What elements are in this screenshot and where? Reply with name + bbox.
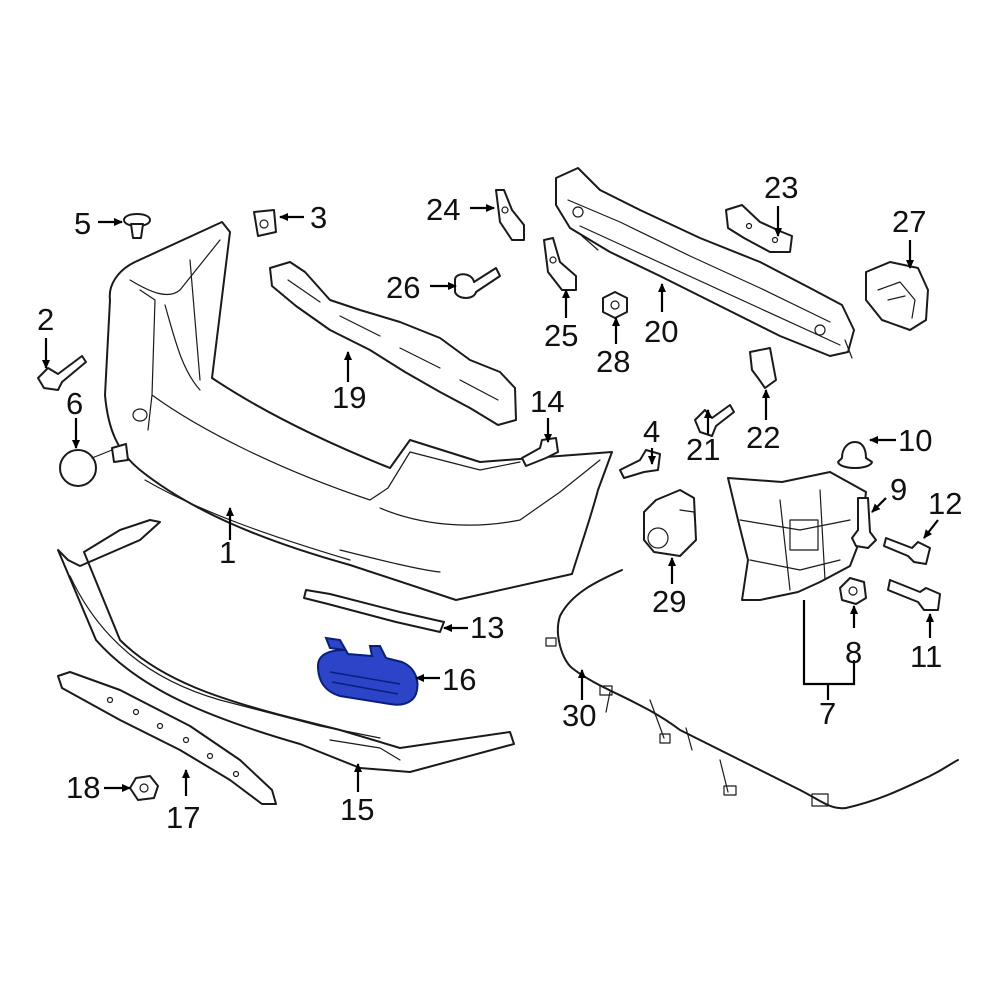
clip-3-part[interactable] bbox=[253, 209, 277, 237]
callout-3[interactable]: 3 bbox=[310, 200, 327, 235]
callout-19[interactable]: 19 bbox=[332, 380, 366, 415]
callout-8[interactable]: 8 bbox=[845, 635, 862, 670]
callout-21[interactable]: 21 bbox=[686, 432, 720, 467]
bumper-cover-part[interactable] bbox=[104, 221, 613, 601]
cover-6-part[interactable] bbox=[59, 443, 129, 487]
callout-7[interactable]: 7 bbox=[819, 696, 836, 731]
callout-27[interactable]: 27 bbox=[892, 204, 926, 239]
energy-absorber-part[interactable] bbox=[269, 261, 517, 426]
nut-8-part[interactable] bbox=[839, 577, 867, 605]
callout-5[interactable]: 5 bbox=[74, 206, 91, 241]
callout-18[interactable]: 18 bbox=[66, 770, 100, 805]
callout-14[interactable]: 14 bbox=[530, 384, 564, 419]
callout-15[interactable]: 15 bbox=[340, 792, 374, 827]
callout-23[interactable]: 23 bbox=[764, 170, 798, 205]
bracket-27-part[interactable] bbox=[865, 261, 929, 331]
callout-10[interactable]: 10 bbox=[898, 423, 932, 458]
callout-20[interactable]: 20 bbox=[644, 314, 678, 349]
side-bracket-7-part[interactable] bbox=[727, 471, 867, 601]
callout-13[interactable]: 13 bbox=[470, 610, 504, 645]
callout-16[interactable]: 16 bbox=[442, 662, 476, 697]
callout-2[interactable]: 2 bbox=[37, 302, 54, 337]
callout-6[interactable]: 6 bbox=[66, 386, 83, 421]
bracket-24-part[interactable] bbox=[495, 189, 525, 241]
callout-28[interactable]: 28 bbox=[596, 344, 630, 379]
callout-25[interactable]: 25 bbox=[544, 318, 578, 353]
lower-absorber-17-part[interactable] bbox=[57, 671, 277, 805]
bolt-26-part[interactable] bbox=[454, 267, 501, 299]
clip-10-part[interactable] bbox=[837, 441, 873, 469]
bolt-12-part[interactable] bbox=[883, 537, 931, 565]
parking-sensor-29-part[interactable] bbox=[643, 489, 697, 557]
callout-11[interactable]: 11 bbox=[910, 639, 942, 674]
wiring-harness-30-part[interactable] bbox=[545, 569, 959, 810]
lower-valance-15-part[interactable] bbox=[57, 519, 515, 773]
callout-29[interactable]: 29 bbox=[652, 584, 686, 619]
bolt-4-part[interactable] bbox=[619, 449, 661, 479]
nut-28-part[interactable] bbox=[602, 291, 628, 319]
callout-22[interactable]: 22 bbox=[746, 420, 780, 455]
callout-17[interactable]: 17 bbox=[166, 800, 200, 835]
callout-4[interactable]: 4 bbox=[643, 414, 660, 449]
bolt-2-part[interactable] bbox=[37, 355, 87, 391]
callout-24[interactable]: 24 bbox=[426, 192, 460, 227]
bracket-23-part[interactable] bbox=[725, 204, 793, 253]
callout-26[interactable]: 26 bbox=[386, 270, 420, 305]
bolt-9-part[interactable] bbox=[851, 497, 877, 549]
bracket-25-part[interactable] bbox=[543, 237, 577, 291]
reinforcement-beam-part[interactable] bbox=[555, 167, 855, 359]
fastener-5-part[interactable] bbox=[123, 213, 151, 239]
callout-1[interactable]: 1 bbox=[219, 535, 236, 570]
bolt-14-part[interactable] bbox=[521, 437, 559, 467]
nut-18-part[interactable] bbox=[129, 775, 159, 801]
bracket-22-part[interactable] bbox=[749, 347, 777, 389]
highlighted-part-16[interactable] bbox=[316, 636, 419, 706]
callout-9[interactable]: 9 bbox=[890, 472, 907, 507]
bolt-11-part[interactable] bbox=[887, 579, 941, 611]
callout-labels: 1 2 3 4 5 6 7 8 9 10 11 12 13 14 15 16 1… bbox=[37, 170, 962, 835]
callout-12[interactable]: 12 bbox=[928, 486, 962, 521]
leader-lines bbox=[42, 204, 939, 796]
trim-strip-13-part[interactable] bbox=[303, 589, 445, 633]
callout-30[interactable]: 30 bbox=[562, 698, 596, 733]
